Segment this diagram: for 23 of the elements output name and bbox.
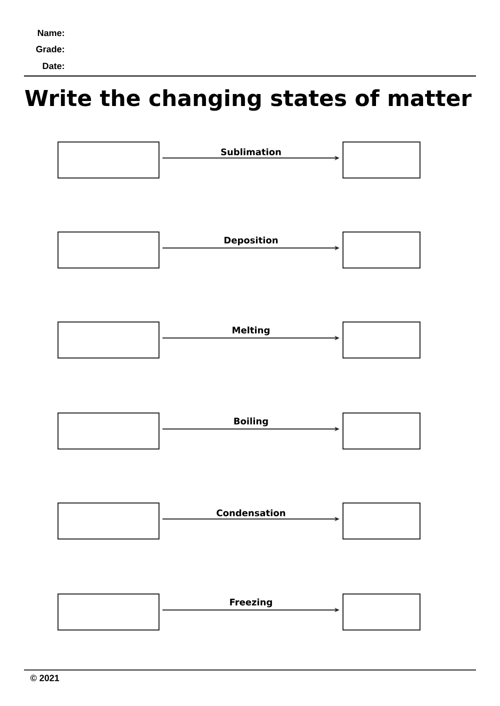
edge-label: Melting (230, 326, 272, 336)
answer-box (58, 232, 160, 268)
edge-label: Sublimation (220, 147, 282, 156)
answer-box (342, 232, 420, 268)
answer-box (342, 594, 420, 630)
answer-box (58, 322, 160, 358)
edge-label: Condensation (215, 508, 287, 518)
answer-box (342, 322, 420, 358)
field-label: Name: (38, 30, 64, 36)
answer-box (58, 502, 160, 540)
answer-box (342, 502, 420, 540)
edge-label: Boiling (232, 416, 270, 428)
field-label: Date: (42, 62, 64, 70)
answer-box (342, 412, 420, 450)
title: Write the changing states of matter (25, 89, 472, 111)
answer-box (58, 412, 160, 450)
edge-label: Deposition (222, 236, 280, 246)
answer-box (58, 594, 160, 630)
answer-box (342, 142, 420, 178)
footer-text: © 2021 (30, 674, 60, 682)
answer-box (58, 142, 160, 178)
field-label: Grade: (36, 46, 64, 52)
edge-label: Freezing (228, 598, 274, 608)
